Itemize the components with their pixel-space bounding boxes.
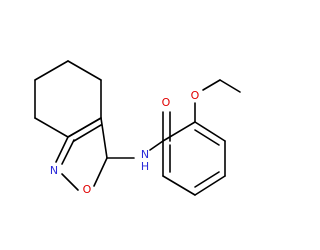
bond [61,139,75,165]
bond [61,173,79,191]
bond [73,124,102,142]
atom-label-o-ether: O [191,89,200,102]
amide-group [106,111,171,159]
ethoxy-group [194,79,241,123]
bond [55,136,69,163]
benzene-ring [162,121,226,196]
cyclohexane-ring [34,60,102,138]
bond [194,175,226,196]
bond [194,171,220,188]
atom-label-n-amide: N [141,148,149,161]
bond [34,60,69,81]
atom-label-h-amide: H [141,160,149,173]
bond [194,129,220,146]
atom-label-o-carbonyl: O [162,96,171,109]
bond [67,60,102,81]
bond [194,121,226,142]
atom-label-n-ring: N [50,164,58,177]
bond [34,117,69,138]
atom-label-o-ring: O [83,183,92,196]
structure-canvas: N O N H O O [34,60,241,196]
bond [219,79,241,93]
bond [162,121,196,142]
chemical-structure: N O N H O O [34,60,241,196]
bond [93,157,108,187]
bond [162,175,196,196]
isoxazole-ring [55,117,108,191]
bond [67,117,102,138]
bond [100,117,108,159]
bond [149,140,164,151]
bond [202,79,221,91]
